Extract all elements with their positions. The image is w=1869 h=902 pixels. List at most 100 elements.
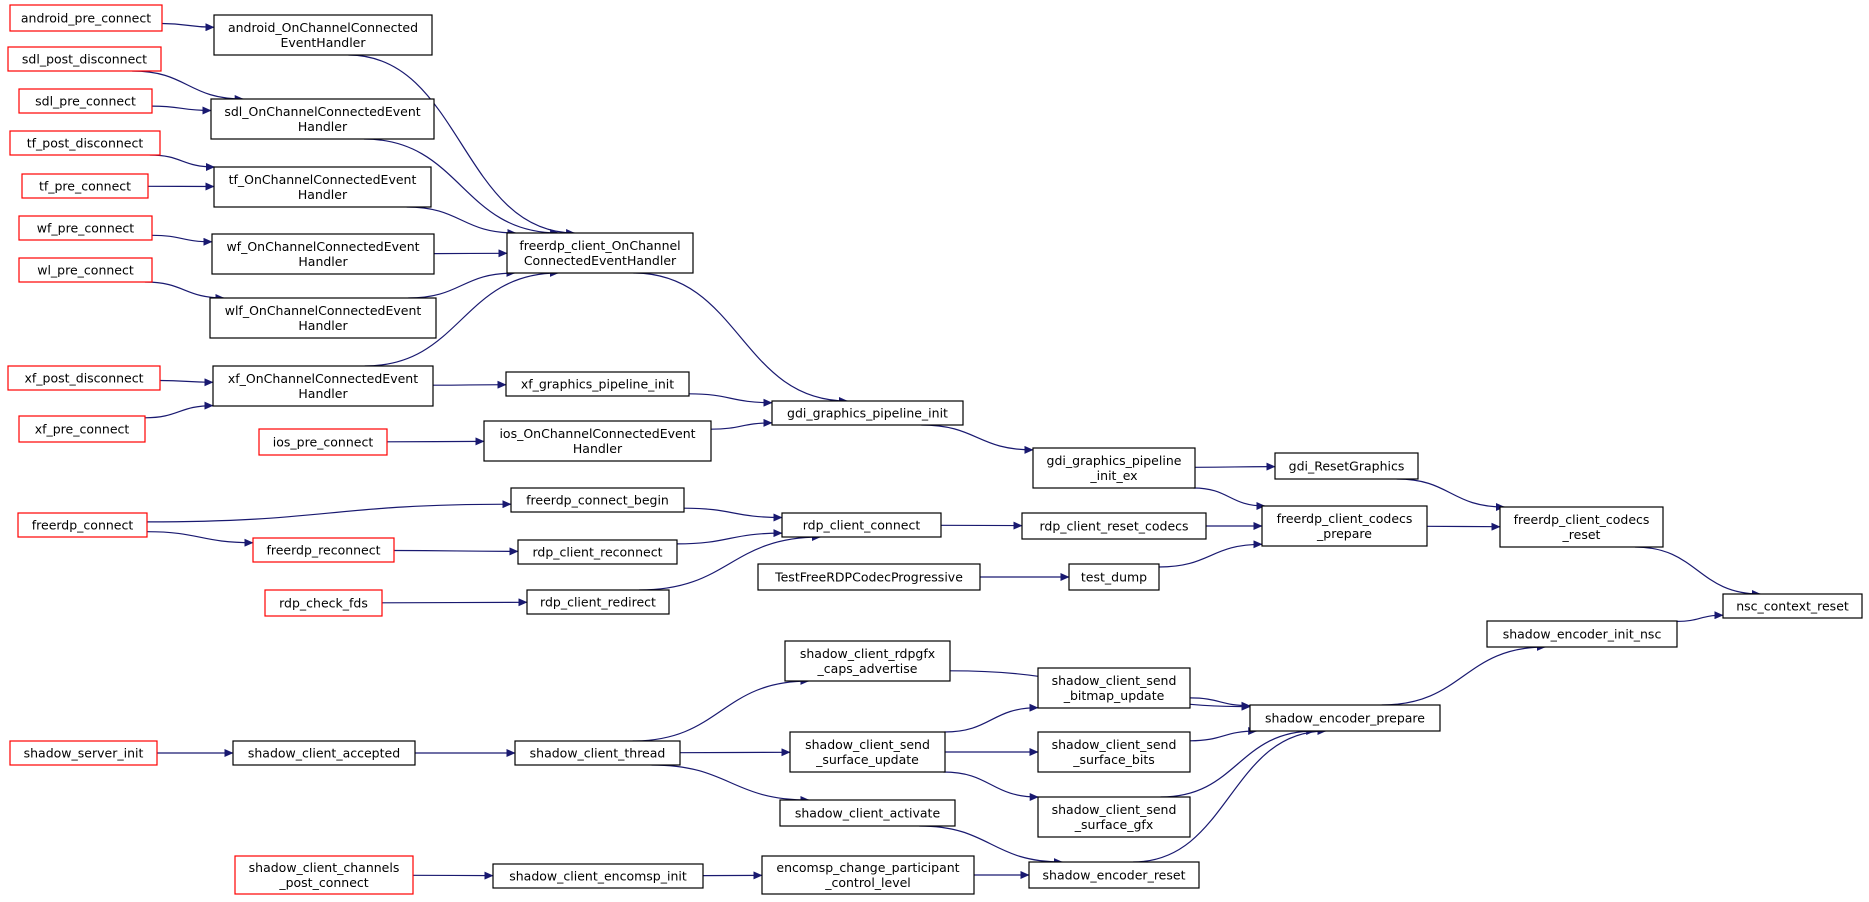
node-box[interactable] [1722, 593, 1863, 619]
node-rdp_client_reset_codecs[interactable]: rdp_client_reset_codecs [1021, 512, 1207, 540]
node-shadow_client_send_surface_update[interactable]: shadow_client_send_surface_update [789, 731, 946, 773]
node-shadow_encoder_init_nsc[interactable]: shadow_encoder_init_nsc [1486, 620, 1678, 648]
node-android_pre_connect[interactable]: android_pre_connect [9, 4, 163, 32]
node-tf_post_disconnect[interactable]: tf_post_disconnect [9, 130, 161, 156]
node-box[interactable] [1249, 704, 1441, 732]
node-shadow_client_accepted[interactable]: shadow_client_accepted [232, 740, 416, 766]
node-shadow_client_channels_post_connect[interactable]: shadow_client_channels_post_connect [234, 855, 414, 895]
node-box[interactable] [1486, 620, 1678, 648]
node-encomsp_change_participant_control_level[interactable]: encomsp_change_participant_control_level [761, 855, 975, 895]
node-box[interactable] [483, 420, 712, 462]
node-sdl_post_disconnect[interactable]: sdl_post_disconnect [7, 46, 162, 72]
node-box[interactable] [213, 14, 433, 56]
node-box[interactable] [210, 98, 435, 140]
node-shadow_client_encomsp_init[interactable]: shadow_client_encomsp_init [492, 863, 704, 889]
node-box[interactable] [211, 233, 435, 275]
node-gdi_graphics_pipeline_init_ex[interactable]: gdi_graphics_pipeline_init_ex [1032, 447, 1196, 489]
node-xf_post_disconnect[interactable]: xf_post_disconnect [7, 365, 161, 391]
node-box[interactable] [789, 731, 946, 773]
node-freerdp_reconnect[interactable]: freerdp_reconnect [252, 537, 395, 563]
node-box[interactable] [1037, 796, 1191, 838]
node-shadow_encoder_reset[interactable]: shadow_encoder_reset [1028, 861, 1200, 889]
node-wl_pre_connect[interactable]: wl_pre_connect [18, 257, 153, 283]
node-box[interactable] [1037, 667, 1191, 709]
node-box[interactable] [7, 365, 161, 391]
node-box[interactable] [18, 257, 153, 283]
node-box[interactable] [771, 400, 964, 426]
node-box[interactable] [9, 4, 163, 32]
node-shadow_client_send_surface_bits[interactable]: shadow_client_send_surface_bits [1037, 731, 1191, 773]
node-rdp_check_fds[interactable]: rdp_check_fds [264, 589, 383, 617]
node-box[interactable] [1032, 447, 1196, 489]
node-box[interactable] [1028, 861, 1200, 889]
node-box[interactable] [212, 365, 434, 407]
node-shadow_encoder_prepare[interactable]: shadow_encoder_prepare [1249, 704, 1441, 732]
node-xf_graphics_pipeline_init[interactable]: xf_graphics_pipeline_init [505, 371, 690, 397]
node-box[interactable] [9, 740, 158, 766]
node-rdp_client_redirect[interactable]: rdp_client_redirect [526, 589, 670, 615]
node-box[interactable] [258, 428, 388, 456]
node-box[interactable] [492, 863, 704, 889]
node-box[interactable] [781, 512, 942, 538]
node-gdi_ResetGraphics[interactable]: gdi_ResetGraphics [1274, 452, 1419, 480]
node-shadow_server_init[interactable]: shadow_server_init [9, 740, 158, 766]
node-box[interactable] [1037, 731, 1191, 773]
node-box[interactable] [17, 512, 148, 538]
node-wf_pre_connect[interactable]: wf_pre_connect [18, 215, 153, 241]
node-rdp_client_reconnect[interactable]: rdp_client_reconnect [517, 539, 678, 565]
node-box[interactable] [1499, 506, 1664, 548]
node-shadow_client_send_bitmap_update[interactable]: shadow_client_send_bitmap_update [1037, 667, 1191, 709]
node-freerdp_connect_begin[interactable]: freerdp_connect_begin [510, 487, 685, 513]
node-shadow_client_activate[interactable]: shadow_client_activate [779, 799, 956, 827]
node-box[interactable] [1021, 512, 1207, 540]
node-box[interactable] [209, 297, 437, 339]
node-box[interactable] [784, 640, 951, 682]
node-TestFreeRDPCodecProgressive[interactable]: TestFreeRDPCodecProgressive [757, 563, 981, 591]
node-box[interactable] [21, 173, 149, 199]
node-nsc_context_reset[interactable]: nsc_context_reset [1722, 593, 1863, 619]
node-box[interactable] [264, 589, 383, 617]
node-freerdp_client_codecs_prepare[interactable]: freerdp_client_codecs_prepare [1261, 505, 1428, 547]
node-box[interactable] [18, 88, 153, 114]
node-box[interactable] [779, 799, 956, 827]
node-box[interactable] [7, 46, 162, 72]
node-box[interactable] [9, 130, 161, 156]
node-box[interactable] [761, 855, 975, 895]
node-freerdp_connect[interactable]: freerdp_connect [17, 512, 148, 538]
node-box[interactable] [232, 740, 416, 766]
node-box[interactable] [18, 415, 146, 443]
node-box[interactable] [252, 537, 395, 563]
node-box[interactable] [517, 539, 678, 565]
node-box[interactable] [1261, 505, 1428, 547]
node-sdl_pre_connect[interactable]: sdl_pre_connect [18, 88, 153, 114]
node-ios_pre_connect[interactable]: ios_pre_connect [258, 428, 388, 456]
node-shadow_client_thread[interactable]: shadow_client_thread [514, 740, 681, 766]
node-box[interactable] [1068, 563, 1160, 591]
node-tf_pre_connect[interactable]: tf_pre_connect [21, 173, 149, 199]
node-shadow_client_send_surface_gfx[interactable]: shadow_client_send_surface_gfx [1037, 796, 1191, 838]
node-shadow_client_rdpgfx_caps_advertise[interactable]: shadow_client_rdpgfx_caps_advertise [784, 640, 951, 682]
node-box[interactable] [757, 563, 981, 591]
node-freerdp_client_codecs_reset[interactable]: freerdp_client_codecs_reset [1499, 506, 1664, 548]
node-box[interactable] [506, 232, 694, 274]
node-box[interactable] [514, 740, 681, 766]
node-rdp_client_connect[interactable]: rdp_client_connect [781, 512, 942, 538]
node-box[interactable] [510, 487, 685, 513]
node-box[interactable] [526, 589, 670, 615]
node-box[interactable] [1274, 452, 1419, 480]
node-gdi_graphics_pipeline_init[interactable]: gdi_graphics_pipeline_init [771, 400, 964, 426]
node-box[interactable] [234, 855, 414, 895]
node-freerdp_client_OnChannelConnectedEventHandler[interactable]: freerdp_client_OnChannelConnectedEventHa… [506, 232, 694, 274]
node-xf_pre_connect[interactable]: xf_pre_connect [18, 415, 146, 443]
node-box[interactable] [18, 215, 153, 241]
node-box[interactable] [505, 371, 690, 397]
node-test_dump[interactable]: test_dump [1068, 563, 1160, 591]
node-box[interactable] [213, 166, 432, 208]
